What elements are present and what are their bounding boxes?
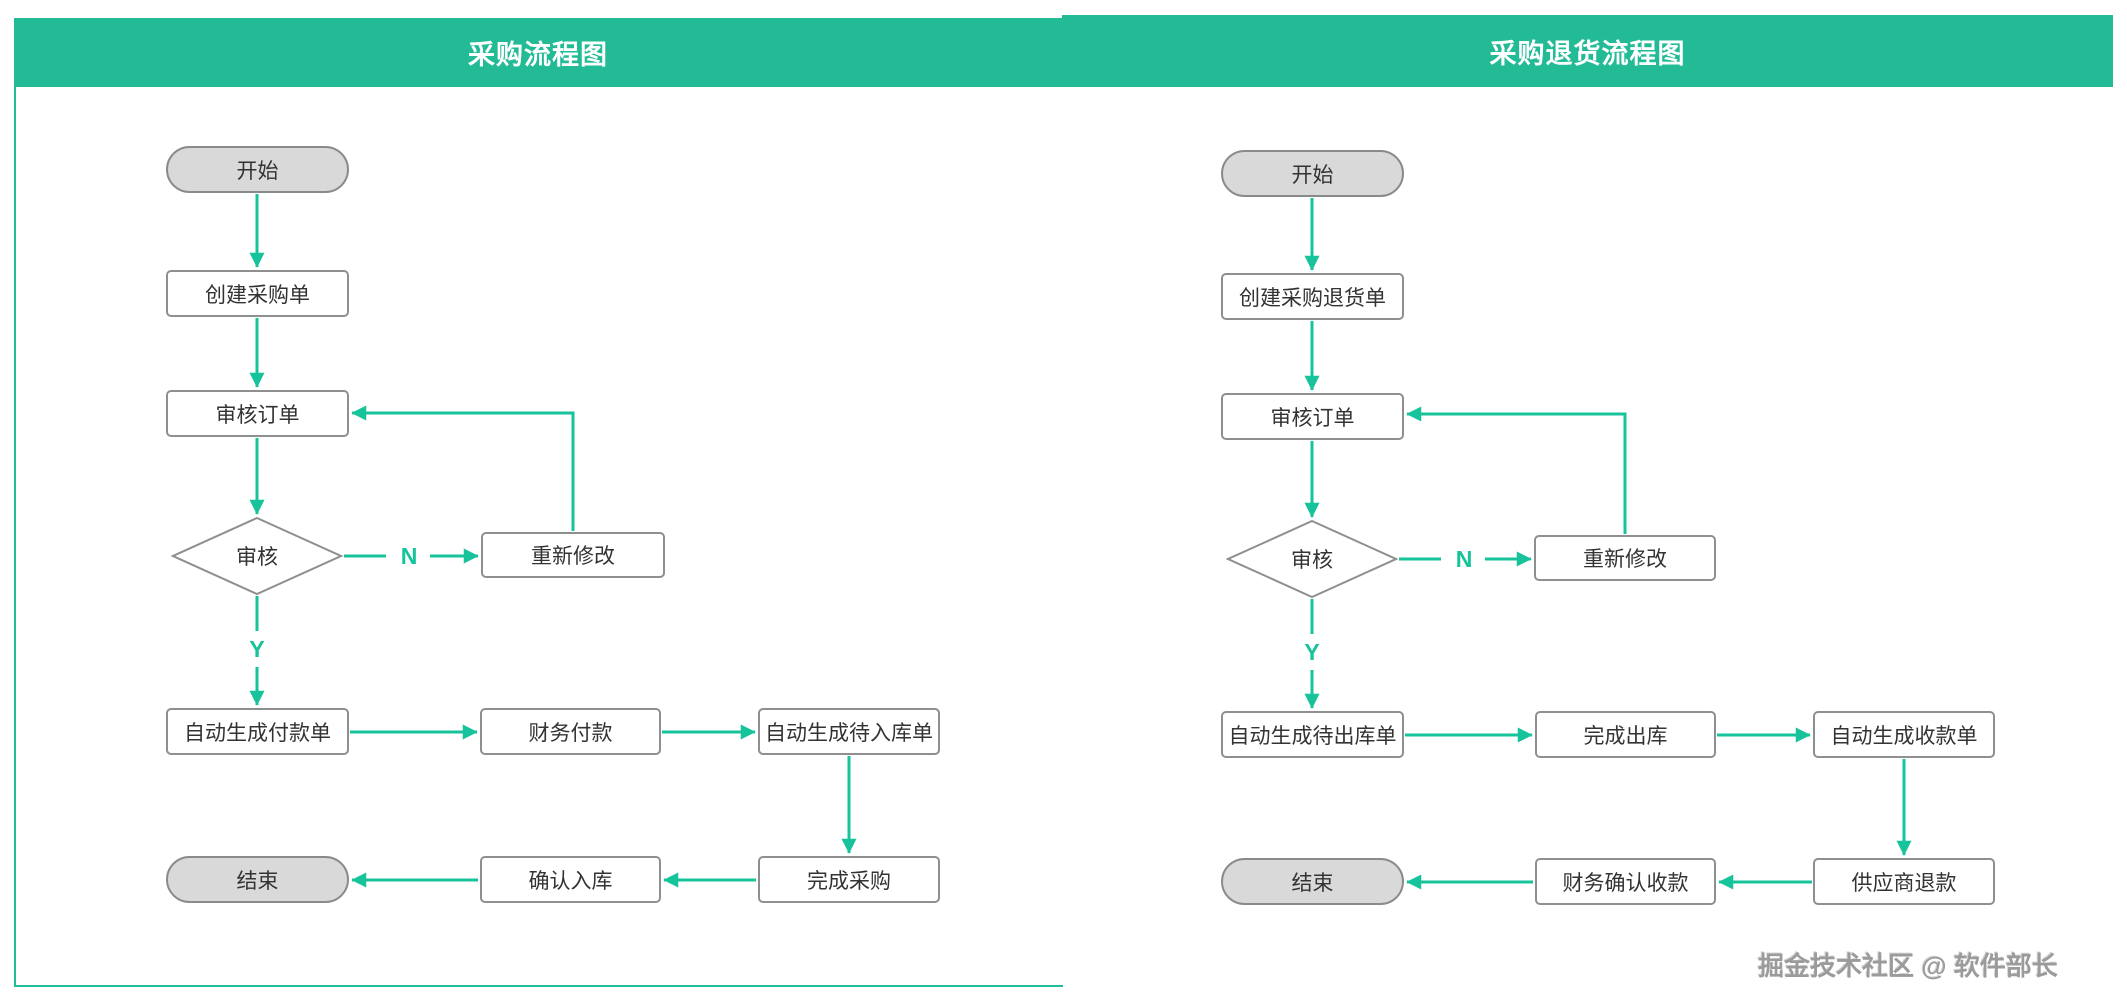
right-node-create-return: 创建采购退货单 [1221,273,1404,320]
left-node-auto-inbound: 自动生成待入库单 [758,708,940,755]
left-edge-revise-feedback [351,405,575,531]
left-node-review-order: 审核订单 [166,390,349,437]
right-node-end: 结束 [1221,858,1404,905]
right-node-review-decision: 审核 [1226,520,1398,598]
right-node-auto-outbound: 自动生成待出库单 [1221,711,1404,758]
right-node-revise: 重新修改 [1534,535,1716,581]
left-edge-label-yes: Y [249,635,265,662]
left-node-end: 结束 [166,856,349,903]
diamond-shape [171,517,343,595]
right-node-supplier-refund: 供应商退款 [1813,858,1995,905]
left-node-finance-pay: 财务付款 [480,708,661,755]
left-flowchart-header: 采购流程图 [14,18,1062,87]
right-node-auto-receipt: 自动生成收款单 [1813,711,1995,758]
left-edge-label-no: N [400,542,418,569]
right-node-review-order: 审核订单 [1221,393,1404,440]
right-node-complete-outbound: 完成出库 [1535,711,1716,758]
right-edge-label-yes: Y [1304,638,1320,665]
left-node-create-po: 创建采购单 [166,270,349,317]
left-flowchart-title: 采购流程图 [468,40,608,70]
left-node-review-decision: 审核 [171,517,343,595]
watermark-text: 掘金技术社区 @ 软件部长 [1758,951,2058,981]
left-node-start: 开始 [166,146,349,193]
right-edge-revise-feedback [1406,406,1627,534]
right-node-finance-confirm: 财务确认收款 [1535,858,1716,905]
left-node-confirm-inbound: 确认入库 [480,856,661,903]
left-node-auto-payment: 自动生成付款单 [166,708,349,755]
right-edge-label-no: N [1455,545,1473,572]
right-flowchart-title: 采购退货流程图 [1489,38,1686,69]
left-node-revise: 重新修改 [481,532,665,578]
left-panel-frame [14,87,1063,987]
diamond-shape [1226,520,1398,598]
right-node-start: 开始 [1221,150,1404,197]
left-node-complete-purchase: 完成采购 [758,856,940,903]
right-flowchart-header: 采购退货流程图 [1062,15,2113,87]
